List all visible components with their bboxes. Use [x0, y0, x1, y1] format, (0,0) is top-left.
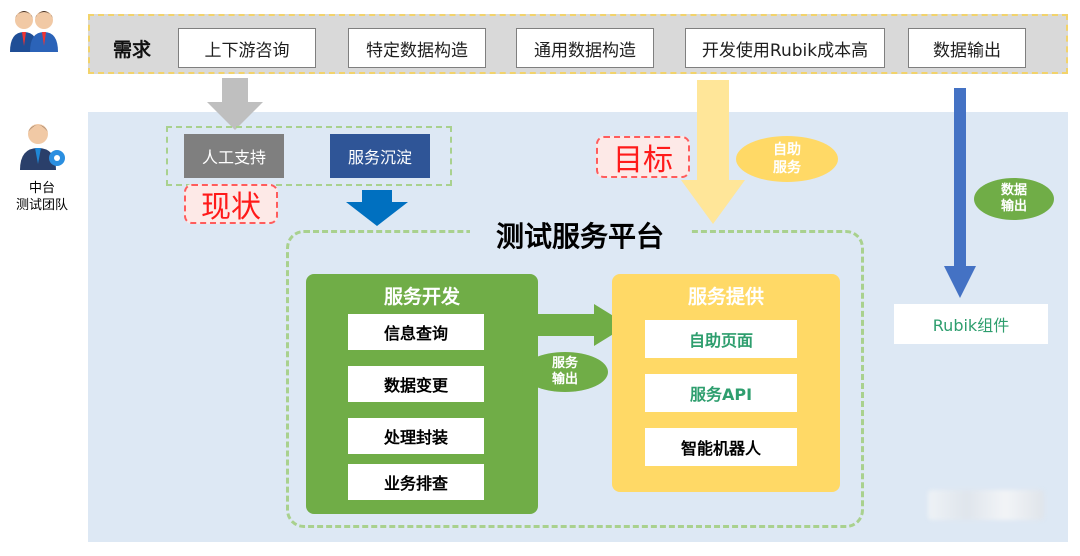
data-output-line1: 数据	[1000, 182, 1027, 198]
service-output-line2: 输出	[551, 372, 578, 387]
self-service-line2: 服务	[773, 160, 801, 176]
goal-label: 目标	[596, 136, 690, 178]
dev-item-info-query: 信息查询	[348, 314, 484, 350]
platform-title: 测试服务平台	[470, 216, 690, 254]
dev-item-data-change: 数据变更	[348, 366, 484, 402]
data-output-line2: 输出	[1000, 199, 1027, 214]
blue-down-arrow-output	[944, 88, 976, 298]
service-settle-box: 服务沉淀	[330, 134, 430, 178]
current-state-group	[166, 126, 452, 186]
requirements-label: 需求	[112, 38, 151, 61]
current-state-label: 现状	[184, 184, 278, 225]
manual-support-box: 人工支持	[184, 134, 284, 178]
business-person-icon	[20, 124, 65, 170]
users-icon	[10, 11, 58, 52]
data-output-bubble: 数据 输出	[974, 178, 1054, 220]
provide-item-self-page: 自助页面	[645, 320, 797, 358]
req-item-data-output: 数据输出	[908, 28, 1026, 68]
req-item-specific-data: 特定数据构造	[348, 28, 486, 68]
blue-down-arrow-platform	[346, 190, 408, 226]
provide-item-service-api: 服务API	[645, 374, 797, 412]
service-output-bubble: 服务 输出	[522, 352, 608, 392]
req-item-consult: 上下游咨询	[178, 28, 316, 68]
rubik-component-box: Rubik组件	[894, 304, 1048, 344]
dev-item-encapsulation: 处理封装	[348, 418, 484, 454]
req-item-rubik-cost: 开发使用Rubik成本高	[685, 28, 885, 68]
service-provide-title: 服务提供	[687, 285, 764, 308]
self-service-bubble: 自助 服务	[736, 136, 838, 182]
team-label: 中台 测试团队	[0, 178, 84, 218]
provide-item-robot: 智能机器人	[645, 428, 797, 466]
self-service-line1: 自助	[773, 141, 801, 158]
dev-item-troubleshoot: 业务排查	[348, 464, 484, 500]
service-dev-title: 服务开发	[383, 285, 460, 308]
team-label-line2: 测试团队	[15, 198, 68, 213]
yellow-down-arrow	[681, 80, 745, 224]
watermark-blur	[928, 490, 1044, 520]
team-label-line1: 中台	[28, 181, 55, 197]
req-item-general-data: 通用数据构造	[516, 28, 654, 68]
gray-down-arrow	[207, 78, 263, 130]
service-output-line1: 服务	[551, 355, 578, 371]
green-right-arrow	[524, 304, 628, 346]
